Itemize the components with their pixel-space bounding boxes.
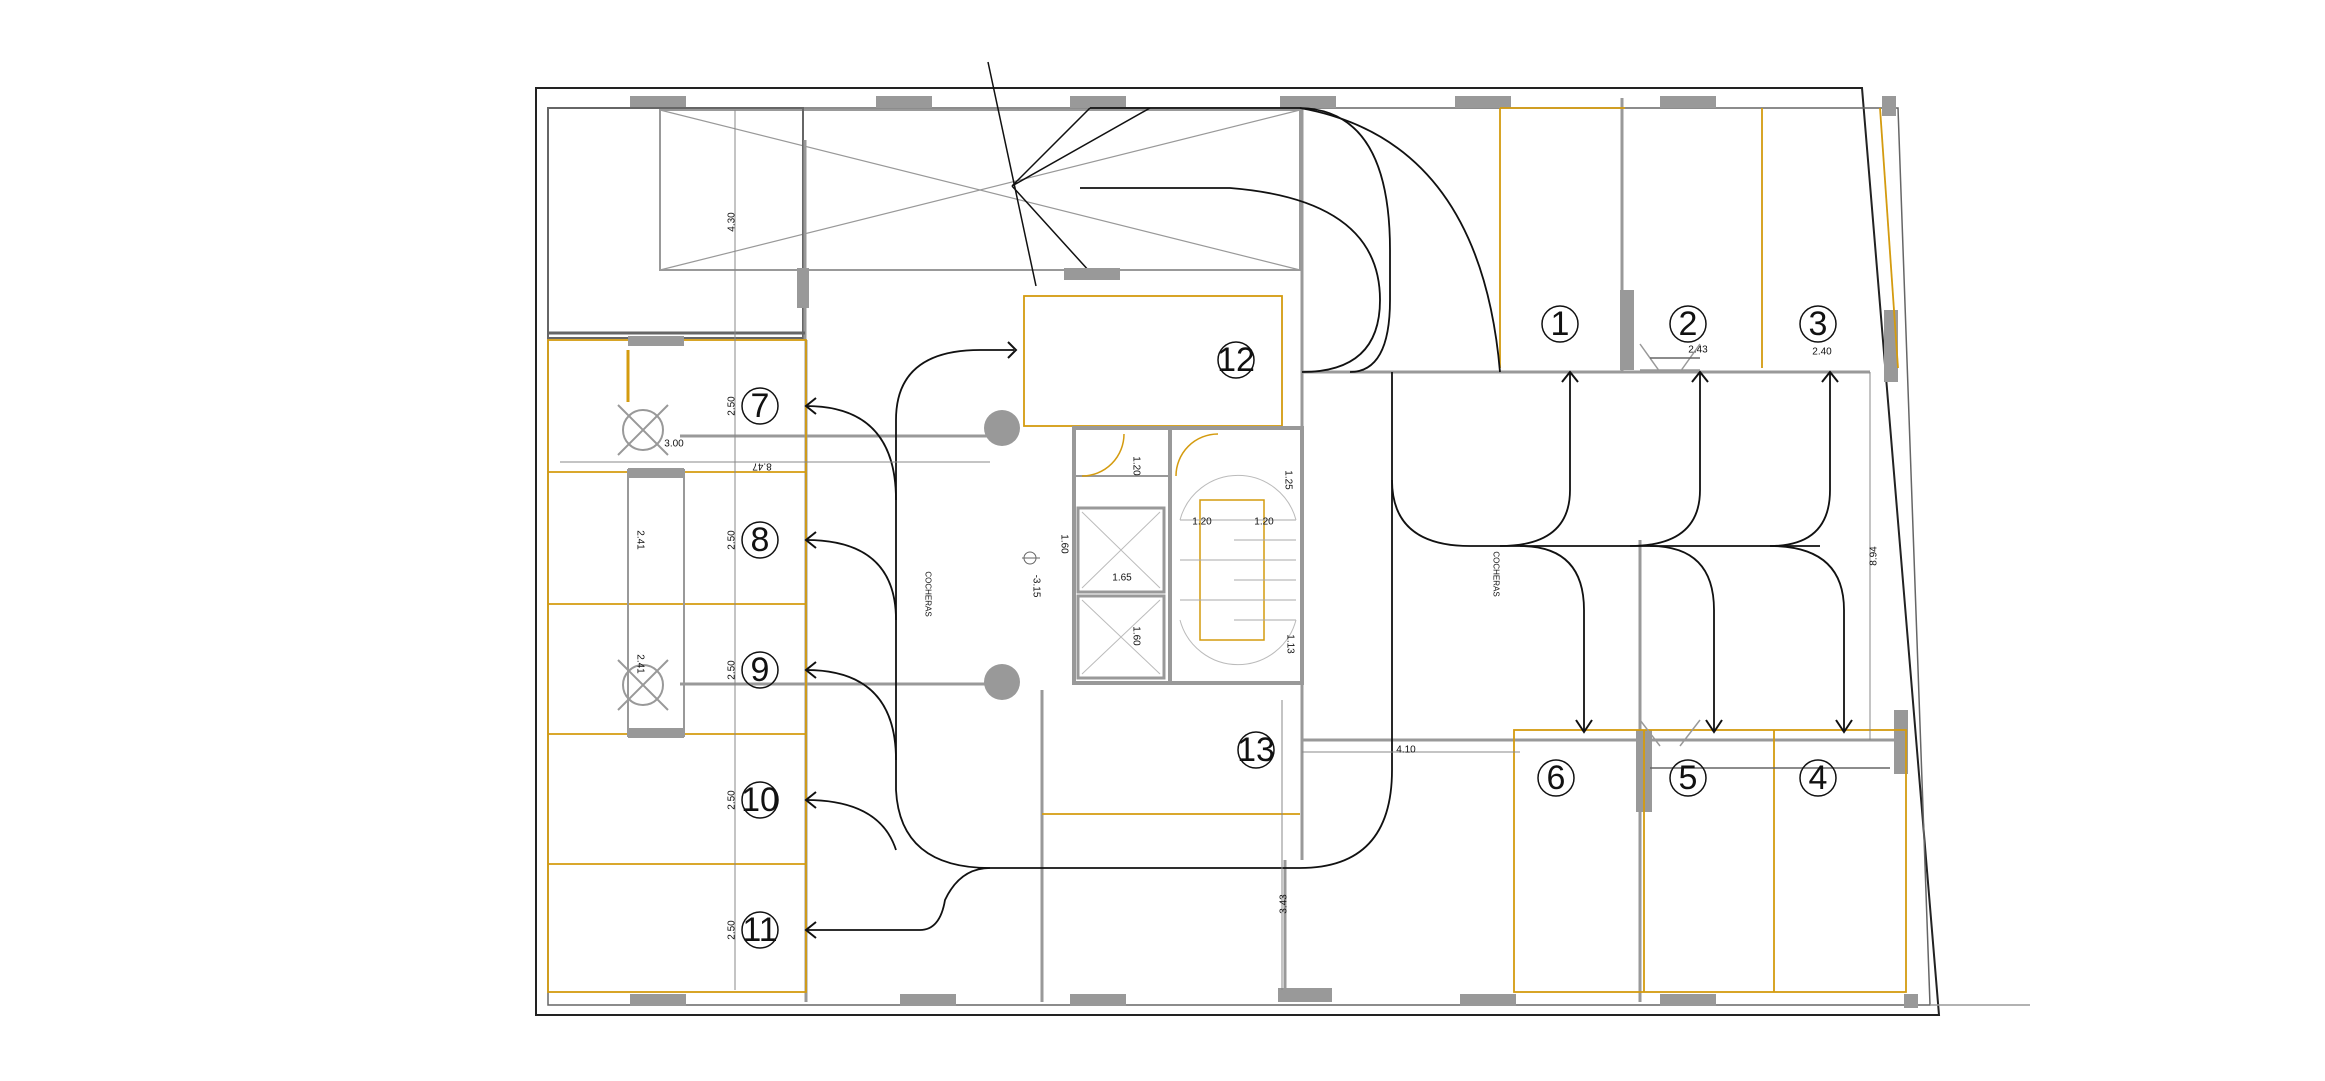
arrow-head-icon (1007, 341, 1018, 359)
arrow-head-icon (1705, 719, 1723, 734)
dim-2-41: 2.41 (635, 530, 646, 550)
spot-label: 2 (1679, 305, 1698, 343)
spot-6[interactable]: 6 (1537, 759, 1575, 797)
spot-13[interactable]: 13 (1237, 731, 1275, 769)
right-stalls (1499, 107, 1907, 993)
spot-marker-icon (741, 521, 779, 559)
dim-2-40: 2.40 (1812, 347, 1832, 358)
column-circle-top (984, 410, 1020, 446)
spot-2[interactable]: 2 (1669, 305, 1707, 343)
dim-8-94: 8.94 (1869, 546, 1880, 566)
arrow-head-icon (804, 661, 817, 679)
spot-marker-icon (1237, 731, 1275, 769)
driving-routes (805, 107, 1845, 931)
dim-4-10: 4.10 (1396, 745, 1416, 756)
spot-label: 5 (1679, 759, 1698, 797)
spot-label: 12 (1217, 341, 1255, 379)
service-core (1072, 426, 1304, 685)
level-marker: -3.15 (1022, 551, 1042, 598)
dim-2-50: 2.50 (727, 790, 738, 810)
spot-marker-icon (741, 651, 779, 689)
spot-label: 1 (1551, 305, 1570, 343)
dim-2-50: 2.50 (727, 396, 738, 416)
spot-marker-icon (741, 387, 779, 425)
dim-3-00: 3.00 (664, 439, 684, 450)
light-fixtures (617, 336, 685, 738)
dim-4-30: 4.30 (727, 212, 738, 232)
spot-label: 7 (751, 387, 770, 425)
arrow-head-icon (1691, 370, 1709, 383)
spot-marker-icon (1669, 759, 1707, 797)
spot-11[interactable]: 11 (741, 911, 779, 949)
dim-1-13: 1.13 (1285, 634, 1296, 654)
arrow-head-icon (1835, 719, 1853, 734)
dimension-labels: 4.30 2.50 2.50 2.50 2.50 2.50 3.00 8.47 … (635, 212, 1880, 940)
spot-label: 11 (742, 911, 777, 949)
arrow-head-icon (804, 397, 817, 415)
dim-1-20: 1.20 (1131, 456, 1142, 476)
route-arrows (804, 341, 1853, 939)
dim-1-20: 1.20 (1254, 517, 1274, 528)
ramp-area (547, 61, 1301, 340)
dim-1-20: 1.20 (1192, 517, 1212, 528)
spot-marker-icon (741, 781, 779, 819)
spot-8[interactable]: 8 (741, 521, 779, 559)
window-marks (630, 96, 1918, 1008)
spot-1[interactable]: 1 (1541, 305, 1579, 343)
dim-1-60: 1.60 (1059, 534, 1070, 554)
spot-marker-icon (1541, 305, 1579, 343)
room-labels: COCHERAS COCHERAS (924, 551, 1501, 616)
dim-3-43: 3.43 (1279, 894, 1290, 914)
arrow-head-icon (1821, 370, 1839, 383)
arrow-head-icon (1575, 719, 1593, 734)
right-light-fixtures (1639, 343, 1890, 769)
dim-1-60: 1.60 (1131, 626, 1142, 646)
spot-label: 10 (741, 781, 779, 819)
spot-7[interactable]: 7 (741, 387, 779, 425)
spot-label: 4 (1809, 759, 1828, 797)
elevator-icon (1076, 506, 1166, 594)
room-label-left: COCHERAS (924, 571, 933, 616)
dim-2-43: 2.43 (1688, 345, 1708, 356)
elevator-icon (1076, 594, 1166, 680)
dim-1-65: 1.65 (1112, 573, 1132, 584)
spot-marker-icon (1669, 305, 1707, 343)
spot-marker-icon (1799, 305, 1837, 343)
spot-12[interactable]: 12 (1217, 341, 1255, 379)
arrow-head-icon (1561, 370, 1579, 383)
dim-2-50: 2.50 (727, 530, 738, 550)
spot-3[interactable]: 3 (1799, 305, 1837, 343)
room-label-right: COCHERAS (1492, 551, 1501, 596)
spot-marker-icon (1537, 759, 1575, 797)
dim-1-25: 1.25 (1283, 470, 1294, 490)
spot-label: 9 (751, 651, 770, 689)
dim-2-50: 2.50 (727, 920, 738, 940)
light-fixture-icon (622, 409, 664, 451)
spot-label: 6 (1547, 759, 1566, 797)
dim-8-47: 8.47 (752, 461, 772, 472)
arrow-head-icon (804, 791, 817, 809)
dim-2-41: 2.41 (635, 654, 646, 674)
arrow-head-icon (804, 921, 817, 939)
spot-marker-icon (1217, 341, 1255, 379)
spot-4[interactable]: 4 (1799, 759, 1837, 797)
spot-marker-icon (741, 911, 779, 949)
spot-label: 3 (1809, 305, 1828, 343)
spot-marker-icon (1799, 759, 1837, 797)
column-circle-bottom (984, 664, 1020, 700)
spot-5[interactable]: 5 (1669, 759, 1707, 797)
level-label: -3.15 (1031, 575, 1042, 598)
spot-9[interactable]: 9 (741, 651, 779, 689)
light-fixture-icon (622, 664, 664, 706)
dim-2-50: 2.50 (727, 660, 738, 680)
spot-label: 8 (751, 521, 770, 559)
dimension-lines (560, 110, 1871, 990)
spot-10[interactable]: 10 (741, 781, 779, 819)
spot-label: 13 (1237, 731, 1275, 769)
arrow-head-icon (804, 531, 817, 549)
